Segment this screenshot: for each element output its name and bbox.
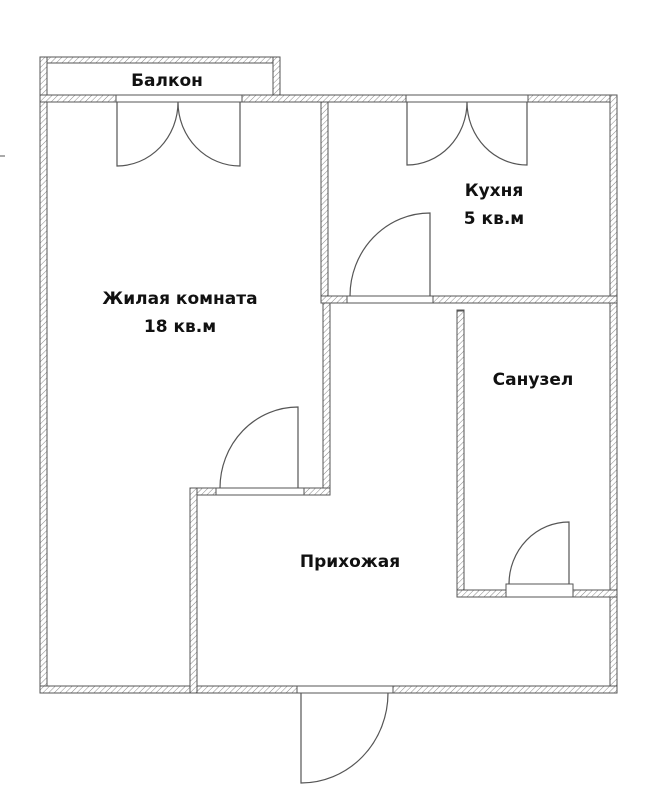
bathroom-label: Санузел xyxy=(493,370,574,390)
kitchen-area: 5 кв.м xyxy=(464,209,524,229)
bathroom-door[interactable] xyxy=(505,521,574,598)
balcony-door-living[interactable] xyxy=(115,94,243,167)
kitchen-label: Кухня xyxy=(465,181,524,201)
living-room-door[interactable] xyxy=(215,406,305,496)
balcony-door-kitchen[interactable] xyxy=(405,94,529,166)
hallway-label: Прихожая xyxy=(300,552,400,572)
living-room-label: Жилая комната xyxy=(102,289,257,309)
kitchen-door[interactable] xyxy=(346,212,434,304)
balcony-label: Балкон xyxy=(131,71,203,91)
living-room-area: 18 кв.м xyxy=(144,317,216,337)
entrance-door[interactable] xyxy=(296,685,394,784)
